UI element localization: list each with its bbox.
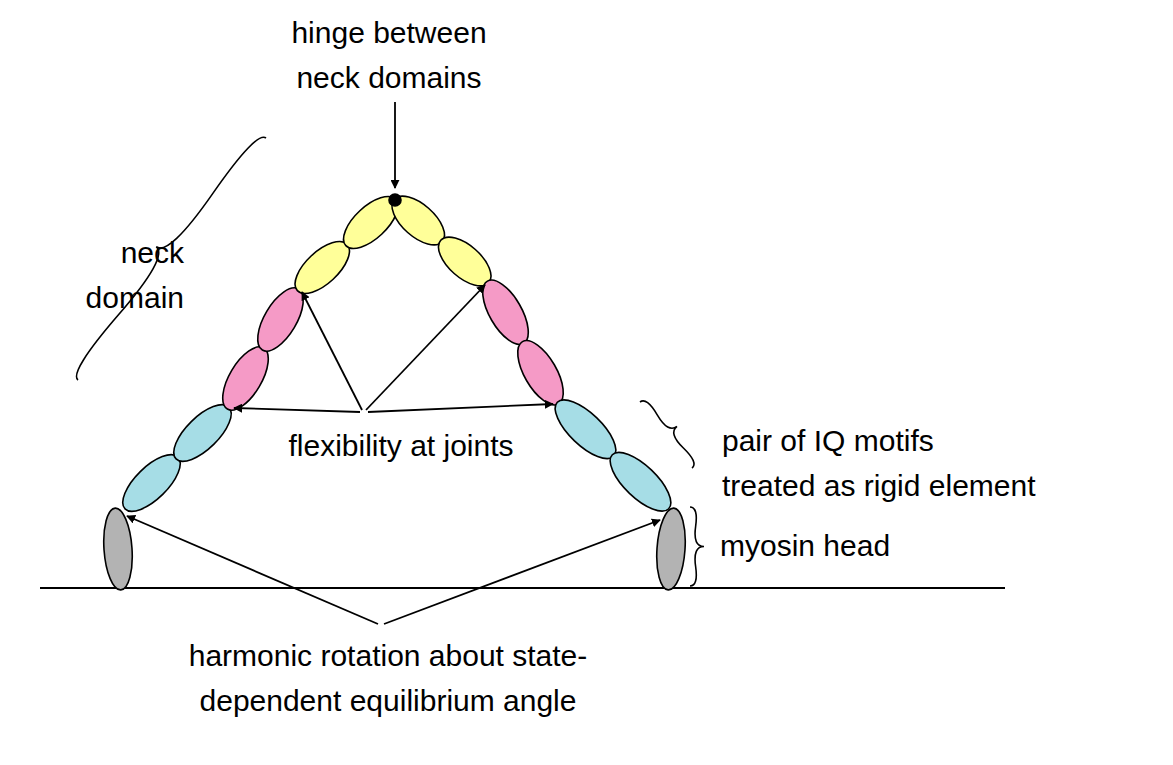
leader-arrow	[366, 285, 485, 410]
leader-arrows	[127, 102, 660, 624]
curly-bracket	[76, 137, 266, 380]
myosin-neck-chain	[101, 187, 688, 591]
callout-label: hinge between neck domains	[291, 10, 486, 100]
iq-motif	[474, 273, 538, 351]
curly-bracket	[690, 507, 704, 586]
callout-label: myosin head	[720, 523, 890, 568]
leader-arrow	[302, 292, 362, 410]
leader-arrow	[384, 520, 660, 624]
callout-label: pair of IQ motifs treated as rigid eleme…	[722, 418, 1036, 508]
hinge-dot	[389, 194, 401, 206]
callout-label: harmonic rotation about state-dependent …	[189, 633, 588, 723]
leader-arrow	[127, 516, 378, 624]
leader-arrow	[234, 408, 360, 412]
leader-arrow	[394, 102, 396, 188]
curly-bracket	[640, 401, 694, 468]
actin-filament-line	[40, 587, 1005, 589]
iq-motif	[335, 188, 407, 258]
bracket-group	[76, 137, 704, 586]
iq-motif	[601, 443, 679, 520]
callout-label: neck domain	[86, 230, 184, 320]
callout-label: flexibility at joints	[288, 423, 513, 468]
leader-arrow	[368, 404, 553, 412]
myosin-head	[101, 507, 135, 591]
